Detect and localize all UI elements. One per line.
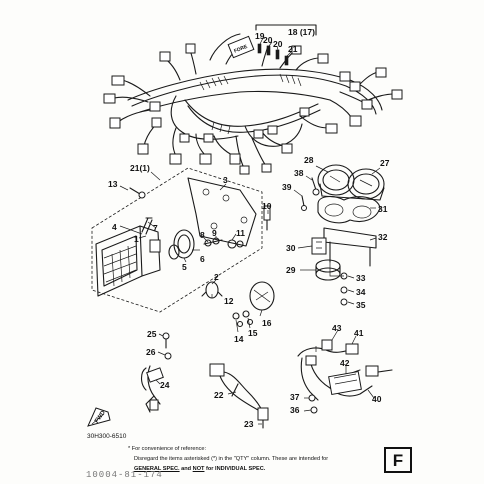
callout-2: 2: [214, 272, 219, 282]
harness-connectors: FORE: [103, 35, 403, 175]
callout-21: 21: [288, 44, 298, 54]
callout-10: 10: [262, 201, 272, 211]
callout-36: 36: [290, 405, 300, 415]
callout-40: 40: [372, 394, 382, 404]
callout-23: 23: [244, 419, 254, 429]
part-code: 30H300-6510: [87, 433, 127, 440]
callout-18: 18 (17): [288, 27, 315, 37]
callout-13: 13: [108, 179, 118, 189]
callout-bracket-18: [255, 24, 317, 36]
callout-27: 27: [380, 158, 390, 168]
callout-20-a: 20: [263, 35, 273, 45]
callout-42: 42: [340, 358, 350, 368]
callout-3: 3: [223, 175, 228, 185]
callout-9: 9: [212, 228, 217, 238]
callout-35: 35: [356, 300, 366, 310]
callout-22: 22: [214, 390, 224, 400]
callout-7: 7: [153, 223, 158, 233]
section-letter: F: [392, 451, 404, 470]
leader-lines: [119, 37, 381, 425]
note-line-3: GENERAL SPEC. and NOT for INDIVIDUAL SPE…: [134, 466, 266, 472]
callout-21-1: 21(1): [130, 163, 150, 173]
callout-6: 6: [200, 254, 205, 264]
callout-39: 39: [282, 182, 292, 192]
callout-5: 5: [182, 262, 187, 272]
callout-14: 14: [234, 334, 244, 344]
callout-20-b: 20: [273, 39, 283, 49]
callout-12: 12: [224, 296, 234, 306]
callout-16: 16: [262, 318, 272, 328]
callout-labels: 18 (17) 19 20 20 21 21(1) 13 3 10 4 7 1 …: [94, 27, 390, 429]
callout-19: 19: [255, 31, 265, 41]
section-letter-box: F: [384, 447, 412, 473]
callout-28: 28: [304, 155, 314, 165]
headlight-assembly: [91, 167, 275, 328]
note-line-1: * For convenience of reference:: [128, 446, 207, 452]
callout-34: 34: [356, 287, 366, 297]
callout-37: 37: [290, 392, 300, 402]
callout-33: 33: [356, 273, 366, 283]
callout-24: 24: [160, 380, 170, 390]
callout-15: 15: [248, 328, 258, 338]
svg-text:FORE: FORE: [233, 44, 249, 55]
callout-31: 31: [378, 204, 388, 214]
page-code: 10004-81-174: [86, 470, 163, 480]
callout-25: 25: [147, 329, 157, 339]
callout-43: 43: [332, 323, 342, 333]
callout-29: 29: [286, 265, 296, 275]
meter-assembly: [301, 164, 385, 306]
lower-left-parts: [87, 332, 172, 427]
wire-harness: [113, 33, 395, 169]
note-line-2: Disregard the items asterisked (*) in th…: [134, 456, 329, 462]
callout-38: 38: [294, 168, 304, 178]
callout-30: 30: [286, 243, 296, 253]
callout-41: 41: [354, 328, 364, 338]
callout-32: 32: [378, 232, 388, 242]
callout-11: 11: [236, 228, 245, 238]
callout-26: 26: [146, 347, 156, 357]
lower-right-parts: [297, 339, 393, 414]
callout-4: 4: [112, 222, 117, 232]
callout-1: 1: [134, 234, 139, 244]
callout-8: 8: [200, 230, 205, 240]
lower-middle-parts: [209, 363, 269, 429]
